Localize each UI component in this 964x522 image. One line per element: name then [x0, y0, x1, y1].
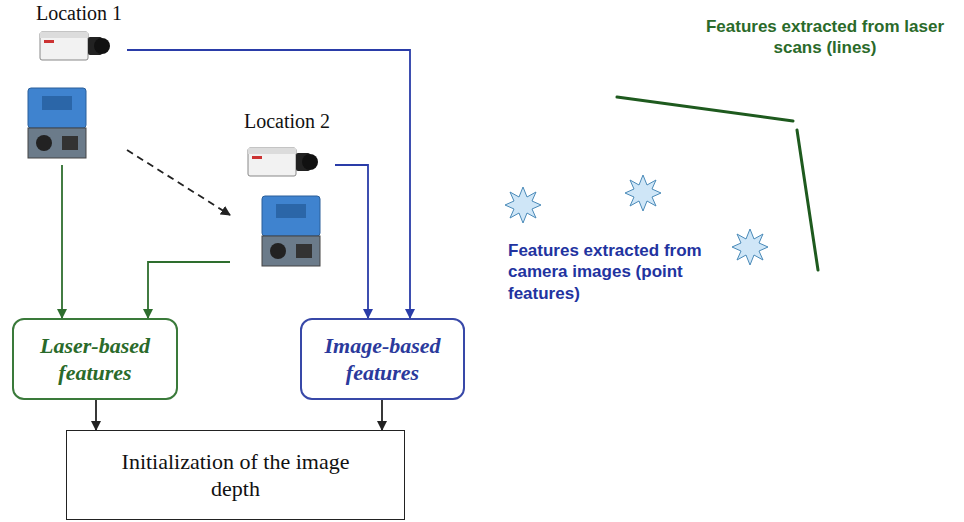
feature-caption: Features extracted from laser scans (lin…: [690, 16, 960, 59]
sensor-illustration: [230, 108, 335, 273]
box-title: Laser-based features: [28, 332, 162, 387]
location-label: Location 1: [22, 0, 127, 25]
camera-icon: [248, 148, 318, 176]
sensor-illustration: [22, 0, 127, 165]
process-box: Image-based features: [300, 318, 465, 400]
starburst: [625, 175, 661, 211]
box-title: Initialization of the image depth: [115, 448, 356, 503]
laser-scanner-icon: [28, 88, 86, 158]
connector-arrow: [148, 262, 230, 318]
starburst: [505, 187, 541, 223]
connector-arrow: [95, 400, 97, 430]
connector-arrow: [61, 165, 63, 318]
connector-arrow: [127, 50, 410, 318]
process-box: Laser-based features: [12, 318, 178, 400]
sensor-location: Location 1: [22, 0, 127, 165]
connector-arrow: [381, 400, 383, 430]
starburst: [732, 229, 768, 265]
sensor-location: Location 2: [230, 108, 335, 273]
feature-caption: Features extracted from camera images (p…: [508, 240, 733, 304]
laser-line: [617, 97, 793, 121]
laser-line: [797, 130, 818, 270]
laser-scanner-icon: [262, 196, 320, 266]
connector-arrow: [335, 165, 368, 318]
location-label: Location 2: [230, 108, 335, 133]
connector-arrow: [127, 150, 230, 215]
process-box: Initialization of the image depth: [66, 430, 405, 520]
camera-icon: [40, 32, 110, 60]
box-title: Image-based features: [316, 332, 449, 387]
